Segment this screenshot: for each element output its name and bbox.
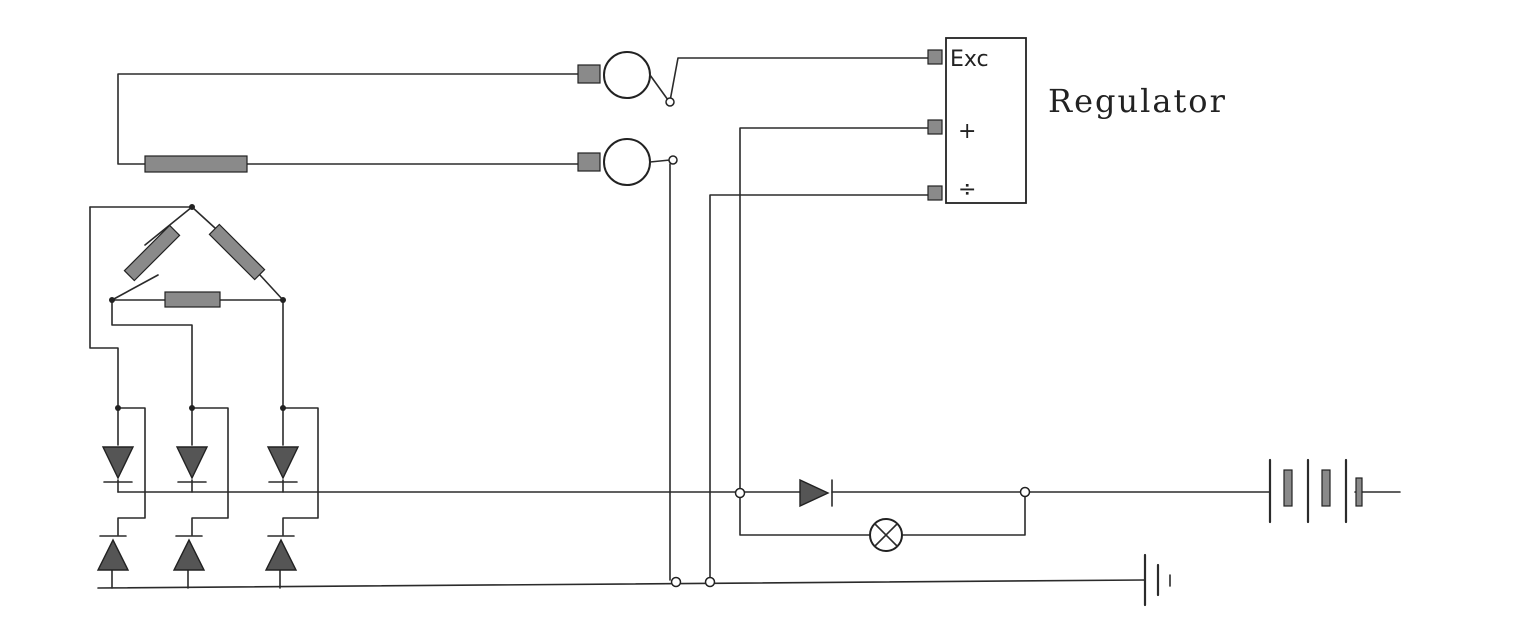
brush-icon [577, 152, 601, 172]
diode-icon [175, 446, 209, 480]
exc-terminal-icon [927, 49, 943, 65]
wire-delta-top-right [191, 206, 216, 229]
wire-phase-2 [111, 299, 193, 409]
minus-terminal-icon [927, 185, 943, 201]
wire-link-1 [117, 407, 146, 536]
terminal-node-icon [665, 97, 675, 107]
delta-resistor-right-icon [208, 223, 266, 281]
terminal-node-icon [668, 155, 678, 165]
wire-delta-left-bottom [111, 274, 166, 301]
battery-cell-icon [1355, 477, 1363, 507]
diode-icon [96, 538, 130, 571]
wire-ground-bus [97, 579, 1146, 589]
regulator-outline [945, 37, 1027, 204]
rectifier-diodes [96, 446, 833, 571]
generator-bottom [577, 138, 678, 186]
charge-diode-icon [799, 478, 830, 508]
wires [89, 57, 1401, 589]
wire-link-2 [191, 407, 229, 536]
battery [1268, 458, 1363, 524]
slip-ring-icon [603, 138, 651, 186]
diode-icon [101, 446, 135, 480]
ground-symbol [1143, 553, 1171, 607]
warning-lamp [869, 518, 903, 552]
wire-delta-bottom-right [219, 274, 284, 301]
wire-plus-feed [739, 127, 936, 536]
diode-icon [172, 538, 206, 571]
diode-icon [264, 538, 298, 571]
junctions [109, 204, 1031, 588]
delta-resistor-bottom-icon [164, 291, 221, 308]
wire-phase-1 [89, 206, 119, 409]
plus-terminal-icon [927, 119, 943, 135]
minus-terminal-label: ÷ [958, 177, 976, 202]
plus-terminal-label: + [958, 119, 976, 144]
field-resistor-icon [144, 155, 248, 173]
brush-icon [577, 64, 601, 84]
wire-lamp-branch [901, 491, 1026, 536]
exc-terminal-label: Exc [950, 47, 989, 72]
diode-icon [266, 446, 300, 480]
wire-delta-top-left [89, 206, 193, 246]
wire-minus-feed [709, 194, 936, 581]
regulator-box: Exc + ÷ [927, 37, 1027, 204]
battery-cell-icon [1283, 469, 1293, 507]
wire-link-3 [282, 407, 319, 536]
generator-top [577, 51, 675, 107]
battery-cell-icon [1321, 469, 1331, 507]
delta-resistor-left-icon [123, 224, 181, 282]
wire-top-loop [117, 73, 591, 165]
wire-generator-to-exc [669, 57, 931, 102]
slip-ring-icon [603, 51, 651, 99]
diagram-title: Regulator [1048, 82, 1227, 120]
